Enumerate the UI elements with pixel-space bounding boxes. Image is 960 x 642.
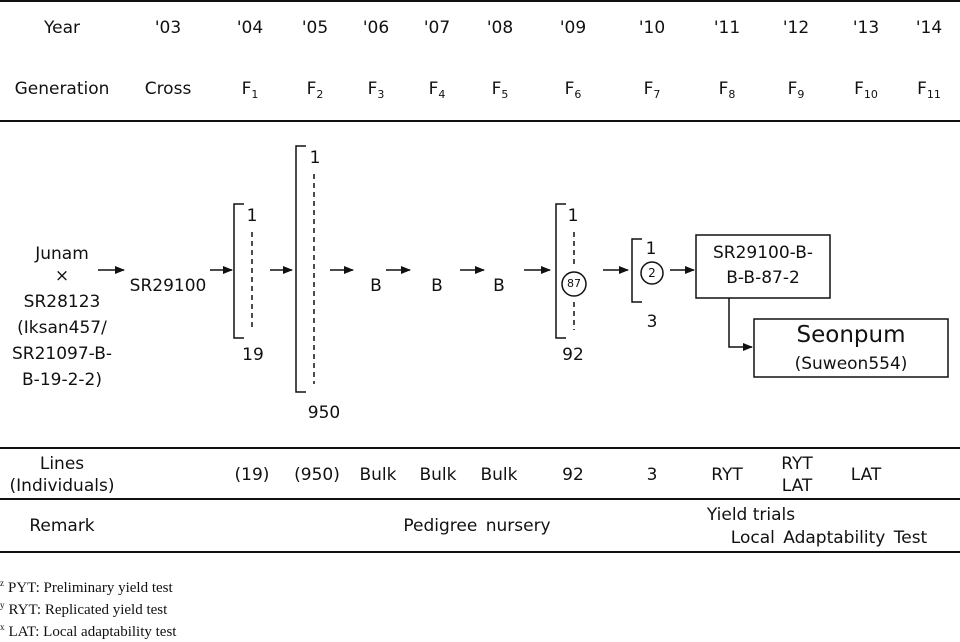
bracket-f7	[631, 238, 642, 303]
lines-f1: (19)	[234, 465, 270, 485]
year-07: '07	[423, 18, 451, 38]
generation-f8: F8	[718, 79, 736, 101]
remark-local-test: Local Adaptability Test	[730, 528, 928, 548]
generation-f9: F9	[787, 79, 805, 101]
year-10: '10	[638, 18, 666, 38]
remark-label: Remark	[29, 516, 95, 536]
lines-f9-line2: LAT	[781, 476, 813, 496]
lines-f4: Bulk	[419, 465, 457, 485]
lines-f8: RYT	[711, 465, 743, 485]
f1-bottom: 19	[242, 345, 264, 365]
year-13: '13	[852, 18, 880, 38]
year-05: '05	[301, 18, 329, 38]
connector-line-to-variety	[728, 298, 753, 351]
lines-label-1: Lines	[39, 454, 85, 474]
line-box-text-1: SR29100-B-	[712, 243, 814, 263]
year-04: '04	[236, 18, 264, 38]
lines-f10: LAT	[850, 465, 882, 485]
parent-male-origin-2: SR21097-B-	[11, 344, 113, 364]
year-label: Year	[44, 18, 80, 38]
f7-top: 1	[645, 239, 657, 259]
variety-alias: (Suweon554)	[794, 354, 908, 374]
lines-f7: 3	[646, 465, 658, 485]
parent-male-origin-3: B-19-2-2)	[22, 370, 102, 390]
f6-bottom: 92	[562, 345, 584, 365]
generation-f4: F4	[428, 79, 446, 101]
cross-name: SR29100	[129, 276, 207, 296]
f2-top: 1	[309, 148, 321, 168]
lines-f6: 92	[562, 465, 584, 485]
rule-top	[0, 0, 960, 2]
f1-top: 1	[246, 206, 258, 226]
generation-f10: F10	[854, 79, 878, 101]
generation-f11: F11	[917, 79, 941, 101]
line-box-text-2: B-B-87-2	[726, 268, 800, 288]
bracket-f1	[233, 203, 244, 339]
generation-label: Generation	[14, 79, 110, 99]
year-03: '03	[154, 18, 182, 38]
rule-bottom	[0, 551, 960, 553]
lines-f9-line1: RYT	[781, 454, 813, 474]
bulk-f4: B	[431, 276, 443, 296]
bulk-f3: B	[370, 276, 382, 296]
remark-yield-trials: Yield trials	[706, 505, 796, 525]
generation-f6: F6	[564, 79, 582, 101]
circle-f7-selected	[640, 261, 664, 285]
rule-diagram-bottom	[0, 447, 960, 449]
parent-female: Junam	[35, 244, 89, 264]
generation-f1: F1	[241, 79, 259, 101]
year-09: '09	[559, 18, 587, 38]
f6-selected: 87	[567, 277, 581, 290]
lines-label-2: (Individuals)	[9, 476, 115, 496]
generation-f2: F2	[306, 79, 324, 101]
generation-f3: F3	[367, 79, 385, 101]
cross-symbol: ×	[54, 266, 70, 286]
bracket-f6	[555, 203, 566, 339]
year-08: '08	[486, 18, 514, 38]
rule-header	[0, 120, 960, 122]
year-06: '06	[362, 18, 390, 38]
lines-f5: Bulk	[480, 465, 518, 485]
line-box-frame	[695, 234, 831, 299]
rule-lines-bottom	[0, 498, 960, 500]
year-11: '11	[713, 18, 741, 38]
generation-f7: F7	[643, 79, 661, 101]
lines-f2: (950)	[294, 465, 340, 485]
lines-f3: Bulk	[359, 465, 397, 485]
remark-pedigree: Pedigree nursery	[403, 516, 551, 536]
f7-selected: 2	[648, 266, 656, 280]
circle-f6-selected	[561, 271, 587, 297]
generation-cross: Cross	[144, 79, 192, 99]
f2-bottom: 950	[307, 403, 341, 423]
parent-male: SR28123	[23, 292, 101, 312]
variety-box-frame	[753, 318, 949, 378]
f7-bottom: 3	[646, 312, 658, 332]
bulk-f5: B	[493, 276, 505, 296]
bracket-f2	[295, 145, 306, 393]
year-12: '12	[782, 18, 810, 38]
parent-male-origin-1: (Iksan457/	[17, 318, 107, 338]
variety-name: Seonpum	[796, 322, 906, 348]
year-14: '14	[915, 18, 943, 38]
f6-top: 1	[567, 206, 579, 226]
generation-f5: F5	[491, 79, 509, 101]
